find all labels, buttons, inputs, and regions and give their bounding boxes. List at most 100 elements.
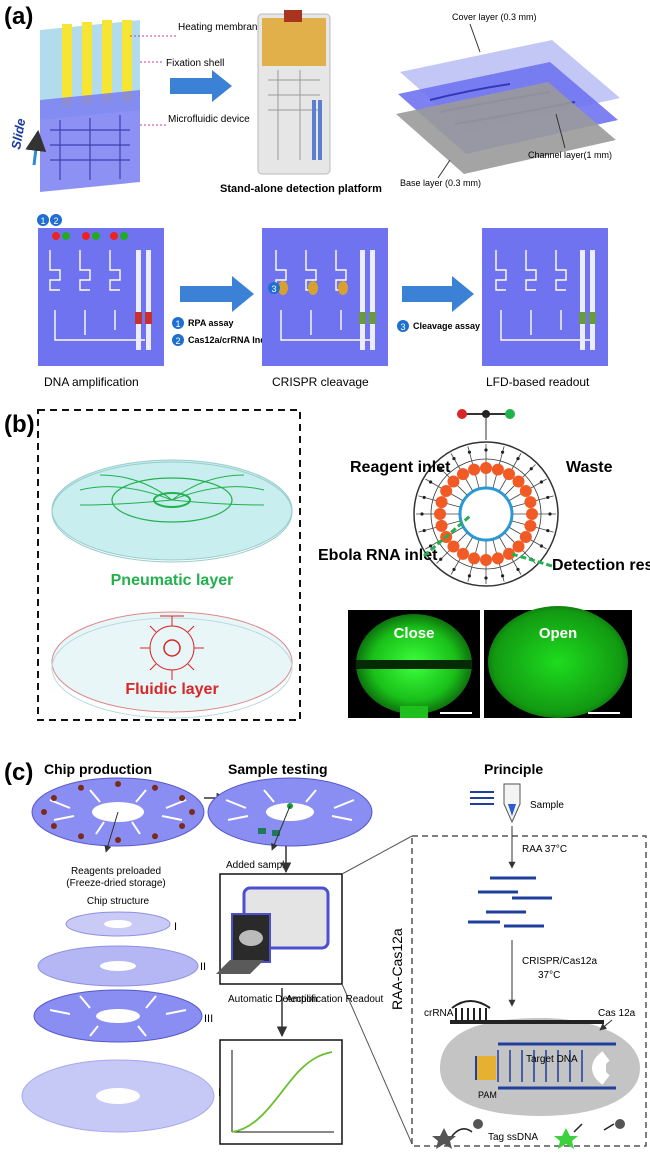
chip-lfd-readout <box>482 228 608 366</box>
detection-reservoir <box>524 519 537 532</box>
valve-dot <box>546 528 550 533</box>
center-inlet <box>462 490 510 538</box>
valve-dot <box>420 512 424 516</box>
added-sample-label: Added sample <box>226 860 290 871</box>
panel-c-label: (c) <box>4 759 33 786</box>
panel-b-label: (b) <box>4 411 35 438</box>
valve-dot <box>516 456 520 461</box>
target-dna-label: Target DNA <box>526 1054 578 1065</box>
exploded-device <box>40 20 140 192</box>
fluorescence-close-image <box>348 610 480 718</box>
detection-reservoir <box>519 485 532 497</box>
step-3-badge: 3 <box>271 284 276 294</box>
layer-II-label: II <box>200 961 206 973</box>
detection-reservoir <box>447 475 460 488</box>
crispr-cas12a-label: CRISPR/Cas12a <box>522 956 597 967</box>
close-label: Close <box>394 625 435 642</box>
crrna-label: crRNA <box>424 1008 454 1019</box>
valve-dot <box>484 576 488 580</box>
sample-testing-title: Sample testing <box>228 761 328 777</box>
layer-III-label: III <box>204 1013 213 1025</box>
assembled-platform <box>257 10 331 175</box>
valve-dot <box>546 495 550 500</box>
valve-dot <box>467 574 472 578</box>
reagent-dot <box>50 823 57 829</box>
reagent-dot <box>179 823 186 829</box>
chip-structure-label: Chip structure <box>87 896 150 907</box>
detection-reservoir <box>524 496 537 509</box>
valve-dot <box>467 450 472 454</box>
stage-caption-crispr: CRISPR cleavage <box>272 375 369 389</box>
pam-label: PAM <box>478 1090 497 1100</box>
chip-structure-layers <box>21 911 215 1133</box>
step-1-badge: 1 <box>40 216 45 226</box>
pneumatic-layer-label: Pneumatic layer <box>111 572 234 589</box>
valve-dot <box>452 456 456 461</box>
fluidic-disc <box>51 611 293 719</box>
detection-reservoir <box>503 547 515 560</box>
step-1-text: RPA assay <box>188 318 234 328</box>
step-3-marker: 3 <box>400 322 405 332</box>
amplification-curve-plot <box>219 1039 343 1145</box>
arrow-icon <box>402 276 474 312</box>
step-2-badge: 2 <box>53 216 58 226</box>
raa-cas12a-label: RAA-Cas12a <box>389 928 405 1010</box>
detection-reservoir <box>491 463 504 476</box>
principle-box <box>411 835 647 1147</box>
stage-caption-lfd: LFD-based readout <box>486 375 590 389</box>
cas12a-label: Cas 12a <box>598 1008 636 1019</box>
detection-reservoir <box>512 540 525 553</box>
valve-dot <box>539 544 544 548</box>
valve-dot <box>428 480 433 484</box>
reagent-dot <box>78 833 84 840</box>
detection-reservoir <box>457 547 469 560</box>
valve-dot <box>529 467 533 471</box>
chip-crispr-cleavage <box>262 228 388 366</box>
base-layer-label: Base layer (0.3 mm) <box>400 178 481 188</box>
arrow-icon <box>170 70 232 102</box>
detection-reservoir <box>435 519 448 532</box>
platform-caption: Stand-alone detection platform <box>220 183 382 195</box>
detection-reservoir <box>519 531 532 543</box>
detection-reservoir <box>503 468 515 481</box>
layer-stack <box>396 40 620 174</box>
preloaded-reagent-dots <box>41 781 195 843</box>
arrow-icon <box>180 276 254 312</box>
detection-reservoir <box>468 552 481 565</box>
valve-dot <box>548 512 552 516</box>
reporter-icons <box>432 1119 625 1149</box>
layer-I-label: I <box>174 921 177 933</box>
reagent-dot <box>115 837 121 843</box>
sample-tube-icon <box>470 783 521 824</box>
valve-dot <box>484 448 488 452</box>
valve-dot <box>428 544 433 548</box>
valve-dot <box>452 567 456 572</box>
detection-reservoir <box>512 475 525 488</box>
step-3-text: Cleavage assay <box>413 321 480 331</box>
valve-dot <box>439 557 443 561</box>
fluidic-layer-label: Fluidic layer <box>125 681 218 698</box>
chip-production-title: Chip production <box>44 761 152 777</box>
slide-label: Slide <box>8 117 28 150</box>
reagent-dot <box>41 809 47 815</box>
layers-box <box>37 409 301 721</box>
detection-reservoir <box>440 485 453 497</box>
reservoir-ring <box>416 444 556 584</box>
freeze-dried-label: (Freeze-dried storage) <box>66 878 165 889</box>
microfluidic-device-label: Microfluidic device <box>168 114 250 125</box>
reagents-preloaded-label: Reagents preloaded <box>71 866 161 877</box>
sample-label: Sample <box>530 800 564 811</box>
reagent-dot <box>152 784 158 791</box>
reagent-dot <box>179 795 186 801</box>
fixation-shell-label: Fixation shell <box>166 58 224 69</box>
cover-layer-label: Cover layer (0.3 mm) <box>452 12 537 22</box>
detection-reservoir <box>434 508 446 520</box>
testing-disc <box>207 777 373 847</box>
chip-dna-amplification <box>38 228 164 366</box>
tag-ssdna-label: Tag ssDNA <box>488 1132 538 1143</box>
step-1-marker: 1 <box>175 319 180 329</box>
valve-dot <box>500 574 505 578</box>
detection-reservoir <box>457 468 469 481</box>
automatic-detection-label: Automatic Detection <box>228 994 318 1005</box>
detection-reservoir <box>491 552 504 565</box>
